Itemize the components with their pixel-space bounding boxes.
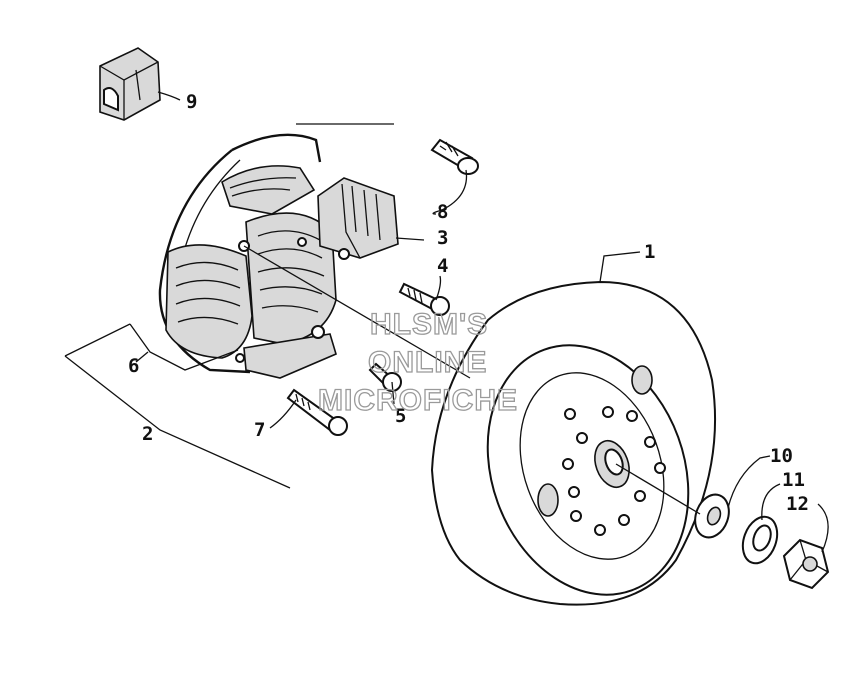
callout-9: 9 (186, 91, 197, 113)
callout-1: 1 (644, 241, 655, 263)
callout-3: 3 (437, 227, 448, 249)
callout-11: 11 (782, 469, 805, 491)
part-11-lock-washer (741, 515, 779, 565)
part-9-bumper (99, 47, 161, 121)
callout-6: 6 (128, 355, 139, 377)
leader-lines (64, 91, 829, 553)
callout-labels: 1 2 3 4 5 6 7 8 9 10 11 12 (128, 91, 809, 515)
watermark-line-1: HLSM'S (370, 308, 488, 341)
watermark: HLSM'S ONLINE MICROFICHE (317, 307, 518, 417)
callout-5: 5 (395, 405, 406, 427)
part-1-flywheel (430, 280, 717, 606)
watermark-line-3: MICROFICHE (318, 384, 518, 417)
callout-12: 12 (786, 493, 809, 515)
callout-8: 8 (437, 201, 448, 223)
callout-7: 7 (254, 419, 265, 441)
part-7-screw (286, 388, 348, 436)
part-4-screw (398, 282, 450, 316)
part-12-nut (782, 538, 830, 590)
callout-10: 10 (770, 445, 793, 467)
part-3-pickup-coil (317, 177, 399, 260)
part-2-stator-assembly (129, 133, 337, 379)
part-10-washer (694, 493, 730, 539)
part-8-screw (430, 138, 479, 175)
callout-4: 4 (437, 255, 448, 277)
callout-2: 2 (142, 423, 153, 445)
watermark-line-2: ONLINE (368, 346, 487, 379)
